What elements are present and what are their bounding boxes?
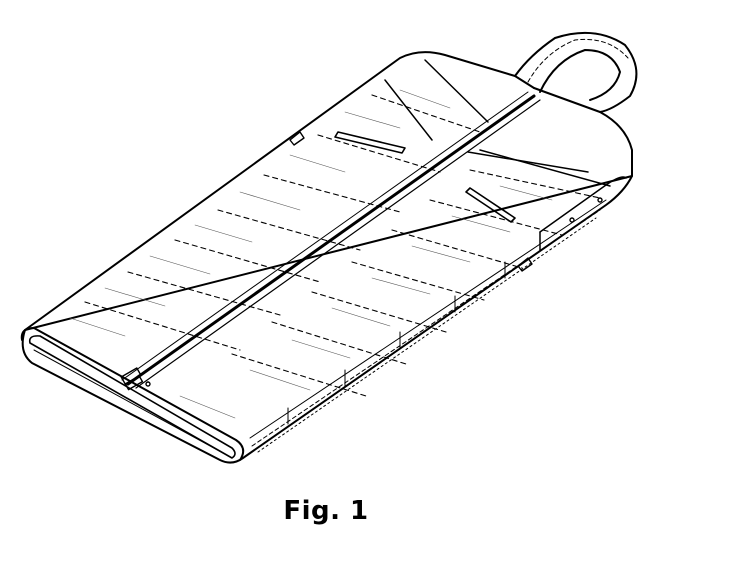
side-panel	[249, 176, 627, 453]
edge-seam-ticks	[287, 261, 506, 425]
handle-loop	[514, 31, 638, 113]
mat-outline	[21, 51, 633, 464]
quilt-lines-left	[84, 94, 481, 351]
zipper-pull	[120, 367, 151, 391]
center-zipper	[121, 91, 541, 389]
end-cuff	[20, 327, 245, 461]
quilt-lines-right	[231, 169, 601, 397]
pocket-seams	[384, 59, 611, 187]
figure-label: Fig. 1	[283, 496, 369, 526]
snap-fastener-left	[289, 131, 305, 146]
snap-fastener-right	[517, 197, 603, 272]
shading-strokes	[69, 89, 553, 419]
strap-slot-left	[334, 131, 406, 154]
